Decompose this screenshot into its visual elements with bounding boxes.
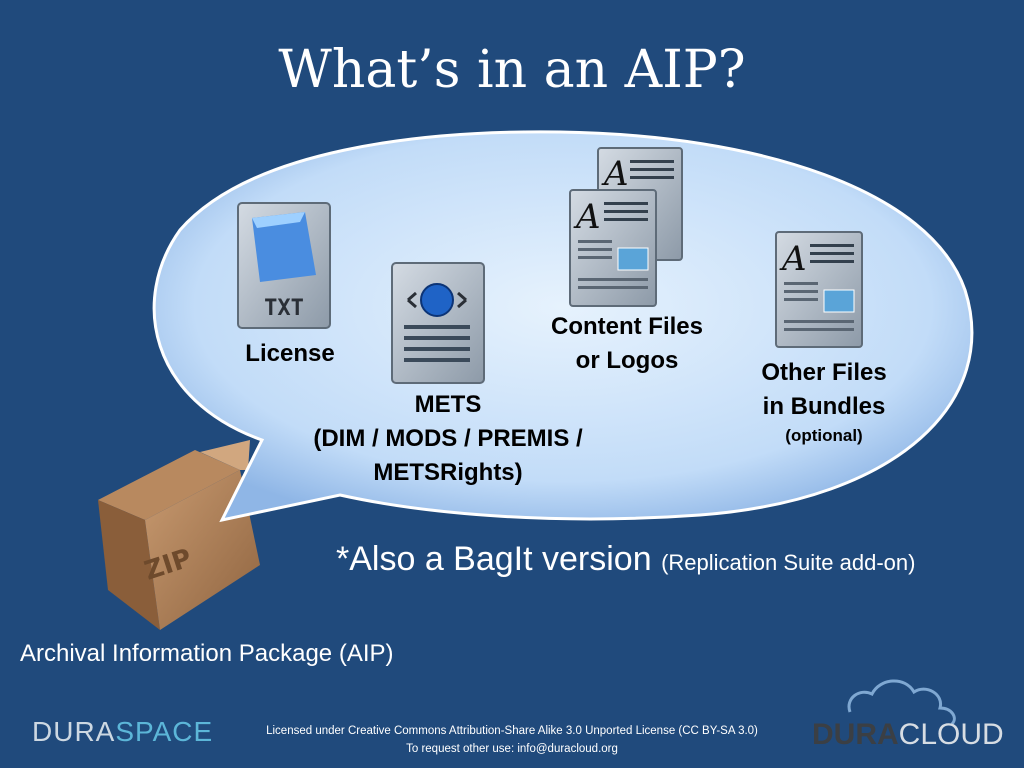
other-files-line1: Other Files [761, 359, 887, 386]
mets-label: METS (DIM / MODS / PREMIS / METSRights) [286, 388, 610, 490]
bagit-main: *Also a BagIt version [336, 540, 652, 578]
content-files-line2: or Logos [575, 347, 679, 374]
license-line1: Licensed under Creative Commons Attribut… [266, 725, 758, 737]
content-files-label: Content Files or Logos [520, 310, 734, 378]
duraspace-logo-part2: SPACE [115, 716, 214, 747]
speech-bubble [152, 130, 974, 523]
duracloud-logo-part2: CLOUD [898, 718, 1004, 751]
mets-file-icon [391, 262, 485, 384]
cloud-icon [847, 679, 956, 726]
aip-caption: Archival Information Package (AIP) [20, 640, 394, 667]
license-line2: To request other use: info@duracloud.org [406, 743, 618, 755]
other-files-line2: in Bundles [762, 393, 886, 420]
txt-file-icon: TXT [237, 202, 331, 329]
other-files-icon: A [775, 231, 863, 348]
other-files-label: Other Files in Bundles (optional) [736, 356, 912, 448]
zip-box-icon: ZIP [98, 440, 260, 630]
duraspace-logo: DURASPACE [32, 716, 213, 748]
txt-icon-label: TXT [264, 296, 304, 321]
duracloud-logo: DURACLOUD [812, 718, 1004, 752]
duracloud-logo-part1: DURA [812, 718, 899, 751]
mets-line2: (DIM / MODS / PREMIS / [313, 425, 583, 452]
svg-text:A: A [573, 197, 601, 237]
content-files-icon: A A [569, 147, 683, 307]
footer-license: Licensed under Creative Commons Attribut… [230, 722, 794, 758]
license-label: License [245, 340, 335, 367]
svg-text:A: A [779, 239, 807, 279]
optional-note: (optional) [785, 426, 863, 445]
page-title: What’s in an AIP? [278, 40, 746, 100]
duraspace-logo-part1: DURA [32, 716, 116, 747]
bagit-note: *Also a BagIt version (Replication Suite… [336, 540, 915, 579]
svg-text:A: A [601, 154, 629, 194]
mets-line1: METS [414, 391, 482, 418]
content-files-line1: Content Files [550, 313, 703, 340]
mets-line3: METSRights) [373, 459, 523, 486]
bagit-sub: (Replication Suite add-on) [661, 550, 916, 575]
